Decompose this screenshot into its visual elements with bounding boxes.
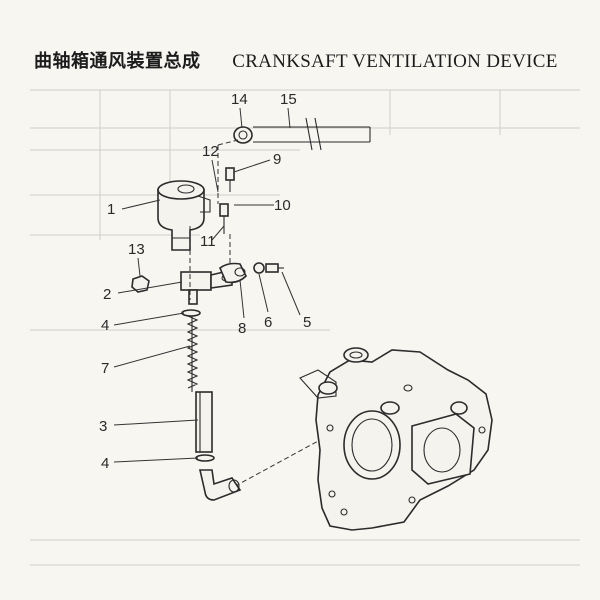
callout-3: 3: [99, 418, 107, 435]
callout-5: 5: [303, 314, 311, 331]
title-chinese: 曲轴箱通风装置总成: [34, 51, 201, 72]
leader-lines: [113, 107, 301, 463]
assembly-centerlines: [189, 139, 321, 491]
spring-part: [186, 315, 199, 392]
pipe-part: [253, 117, 371, 151]
o-ring-upper-part: [181, 309, 201, 317]
callout-6: 6: [264, 314, 272, 331]
callout-9: 9: [273, 151, 281, 168]
elbow-connector-part: [198, 469, 242, 501]
callout-4-lower: 4: [101, 455, 109, 472]
callout-4-upper: 4: [101, 317, 109, 334]
gear-cover-housing: [299, 347, 493, 531]
hose-clamp-part: [233, 126, 253, 144]
callout-1: 1: [107, 201, 115, 218]
o-ring-lower-part: [195, 454, 215, 462]
callout-2: 2: [103, 286, 111, 303]
callout-10: 10: [274, 197, 291, 214]
callout-11: 11: [200, 233, 216, 250]
callout-13: 13: [128, 241, 145, 258]
callout-labels: 1 2 3 4 4 5 6 7 8 9 10 11 12 13 14 15: [99, 91, 311, 472]
diagram-title: 曲轴箱通风装置总成 CRANKSAFT VENTILATION DEVICE: [34, 47, 558, 73]
callout-12: 12: [202, 143, 219, 160]
small-bolts-part: [219, 167, 235, 234]
washer-bolt-part: [253, 262, 284, 274]
callout-8: 8: [238, 320, 246, 337]
callout-14: 14: [231, 91, 248, 108]
elbow-bracket-part: [219, 262, 247, 284]
title-english: CRANKSAFT VENTILATION DEVICE: [232, 51, 558, 72]
tube-part: [195, 391, 213, 453]
callout-7: 7: [101, 360, 109, 377]
callout-15: 15: [280, 91, 297, 108]
